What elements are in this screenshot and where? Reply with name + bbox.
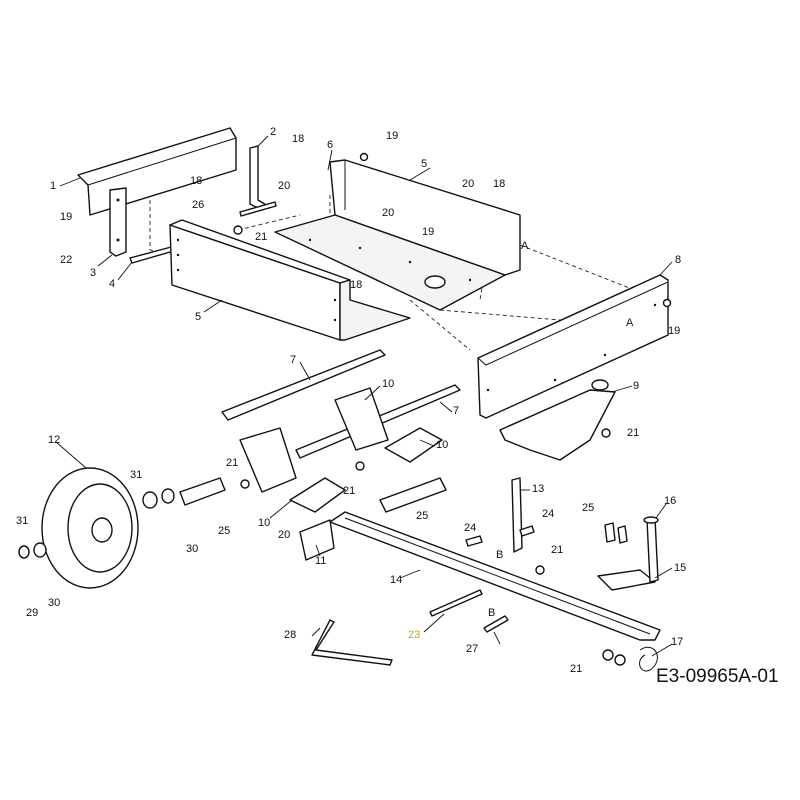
- callout-5-lower: 5: [195, 311, 201, 323]
- upright-bracket: [511, 477, 523, 553]
- callout-21-block-center: 21: [343, 485, 355, 497]
- callout-1: 1: [50, 180, 56, 192]
- callout-8: 8: [675, 254, 681, 266]
- ref-mark-a-rail: A: [626, 317, 634, 329]
- callout-28: 28: [284, 629, 296, 641]
- callout-11: 11: [315, 555, 326, 567]
- callout-19-top: 19: [386, 130, 398, 142]
- mount-bracket: [499, 379, 616, 461]
- callout-24-right: 24: [542, 508, 554, 520]
- callout-20-lower: 20: [278, 529, 290, 541]
- callout-6: 6: [327, 139, 333, 151]
- spring-pin: [639, 647, 658, 672]
- callout-16: 16: [664, 495, 676, 507]
- axle-tubes: [179, 477, 447, 561]
- callout-17: 17: [671, 636, 683, 648]
- leader-lines: [55, 135, 673, 657]
- wheel: [18, 467, 175, 589]
- callout-10-right: 10: [436, 439, 448, 451]
- callout-24-left: 24: [464, 522, 476, 534]
- callout-20-center: 20: [382, 207, 394, 219]
- callout-30-left: 30: [48, 597, 60, 609]
- callout-23: 23: [408, 629, 420, 641]
- callout-21-tongue: 21: [551, 544, 563, 556]
- right-rail: [477, 274, 669, 419]
- nuts: [233, 152, 672, 666]
- callout-25-right: 25: [582, 502, 594, 514]
- callout-31-left: 31: [16, 515, 28, 527]
- diagram-code: E3-09965A-01: [656, 666, 779, 687]
- ref-mark-b-bolt: B: [488, 607, 495, 619]
- mount-blocks: [239, 387, 443, 513]
- front-panel: [77, 127, 237, 216]
- box-side-left: [169, 219, 411, 341]
- callout-21-hitch: 21: [570, 663, 582, 675]
- callout-9: 9: [633, 380, 639, 392]
- callout-5-upper: 5: [421, 158, 427, 170]
- ref-mark-a-upper: A: [521, 240, 529, 252]
- callout-19-rail: 19: [668, 325, 680, 337]
- callout-7-upper: 7: [290, 354, 296, 366]
- callout-19-left: 19: [60, 211, 72, 223]
- callout-31-right: 31: [130, 469, 142, 481]
- tongue: [329, 511, 661, 641]
- reference-marks: A A B B: [488, 240, 634, 619]
- rod: [311, 619, 393, 666]
- callout-10-upper: 10: [382, 378, 394, 390]
- callout-21-block-left: 21: [226, 457, 238, 469]
- callout-13: 13: [532, 483, 544, 495]
- callout-18-left: 18: [190, 175, 202, 187]
- callout-15: 15: [674, 562, 686, 574]
- ref-mark-b-upright: B: [496, 549, 503, 561]
- callout-18-right: 18: [493, 178, 505, 190]
- callout-18-center: 18: [350, 279, 362, 291]
- callout-22: 22: [60, 254, 72, 266]
- callout-3: 3: [90, 267, 96, 279]
- callout-25-left: 25: [218, 525, 230, 537]
- callout-21-bracket: 21: [627, 427, 639, 439]
- callout-12: 12: [48, 434, 60, 446]
- callout-25-center: 25: [416, 510, 428, 522]
- callout-7-lower: 7: [453, 405, 459, 417]
- box-side-right: [274, 159, 521, 311]
- callouts: 1 2 3 4 5 5 6 7 7 8 9 10 10 10 11 12 13 …: [16, 126, 686, 675]
- callout-29: 29: [26, 607, 38, 619]
- callout-20-top: 20: [278, 180, 290, 192]
- callout-2: 2: [270, 126, 276, 138]
- callout-27: 27: [466, 643, 478, 655]
- callout-26: 26: [192, 199, 204, 211]
- callout-20-right: 20: [462, 178, 474, 190]
- callout-30-right: 30: [186, 543, 198, 555]
- callout-19-center: 19: [422, 226, 434, 238]
- callout-4: 4: [109, 278, 115, 290]
- callout-10-left: 10: [258, 517, 270, 529]
- bolts: [429, 522, 628, 633]
- callout-18-top: 18: [292, 133, 304, 145]
- callout-14: 14: [390, 574, 402, 586]
- callout-21-upper: 21: [255, 231, 267, 243]
- hitch-plate: [597, 516, 659, 591]
